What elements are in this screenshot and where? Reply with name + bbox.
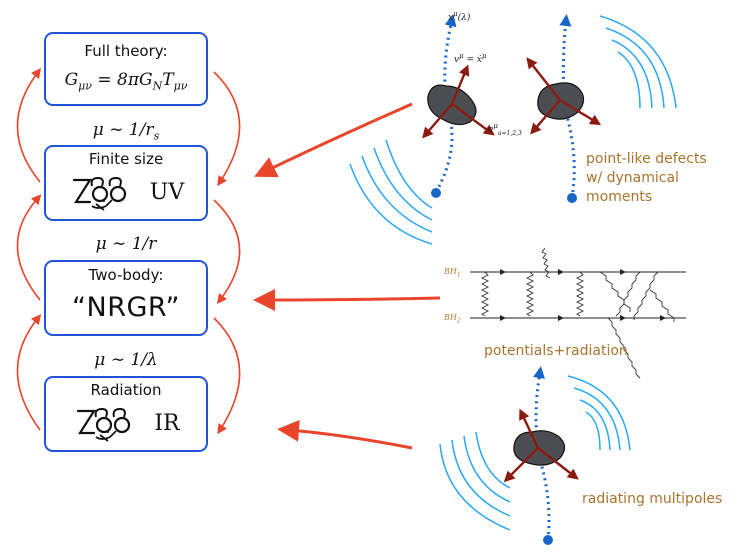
rg-flow-arrows-right xyxy=(213,71,241,435)
bh2-label: BH2 xyxy=(444,313,461,325)
uv-label: UV xyxy=(149,179,185,205)
worldline-start-left xyxy=(431,188,441,198)
graviton-lines xyxy=(480,247,675,379)
wave-arcs-left xyxy=(349,139,433,245)
velocity-label: vμ = ẋμ xyxy=(454,52,487,65)
multipoles-caption: radiating multipoles xyxy=(582,491,723,507)
scale-r: μ ∼ 1/r xyxy=(95,234,157,254)
worldline-start-bottom xyxy=(543,535,553,545)
tetrad-vectors-bottom xyxy=(503,408,579,483)
zoso-symbol-icon xyxy=(72,176,126,211)
defects-caption: point-like defects w/ dynamical moments xyxy=(586,150,747,207)
ir-label: IR xyxy=(154,410,180,436)
nrgr-label: “NRGR” xyxy=(72,292,180,323)
defects-caption-line1: point-like defects xyxy=(586,151,707,167)
defects-caption-line2: w/ dynamical moments xyxy=(586,170,679,205)
full-theory-title: Full theory: xyxy=(84,42,168,60)
wave-arcs-right xyxy=(599,15,677,109)
propagator-arrows xyxy=(500,269,666,321)
finite-size-box: Finite size UV xyxy=(44,145,208,221)
scale-rs: μ ∼ 1/rs xyxy=(92,120,160,143)
wave-arcs-bottom-left xyxy=(439,431,511,531)
zoso-symbol-icon xyxy=(77,407,131,442)
two-body-title: Two-body: xyxy=(88,266,164,284)
big-red-arrows xyxy=(253,102,441,450)
two-body-box: Two-body: “NRGR” xyxy=(44,260,208,336)
radiation-title: Radiation xyxy=(90,381,162,399)
finite-size-title: Finite size xyxy=(88,150,164,168)
tetrad-vectors-right xyxy=(526,57,602,135)
scale-lambda: μ ∼ 1/λ xyxy=(94,350,158,370)
defects-illustration xyxy=(349,14,677,245)
worldline-right xyxy=(559,14,576,199)
full-theory-box: Full theory: Gμν = 8πGNTμν xyxy=(44,32,208,106)
einstein-equation: Gμν = 8πGNTμν xyxy=(64,70,188,93)
wave-arcs-bottom-right xyxy=(567,375,631,451)
rg-flow-arrows-left xyxy=(16,67,42,431)
multipoles-illustration xyxy=(439,366,631,545)
bh1-label: BH1 xyxy=(444,267,461,279)
tetrad-label: eμa=1,2,3 xyxy=(488,122,522,137)
feynman-diagram xyxy=(470,247,686,379)
worldline-label: xμ(λ) xyxy=(448,10,471,23)
tetrad-vectors-left xyxy=(422,64,495,139)
radiation-box: Radiation IR xyxy=(44,376,208,452)
worldline-bottom xyxy=(533,366,551,541)
worldline-start-right xyxy=(567,193,577,203)
potentials-caption: potentials+radiation xyxy=(484,343,628,359)
